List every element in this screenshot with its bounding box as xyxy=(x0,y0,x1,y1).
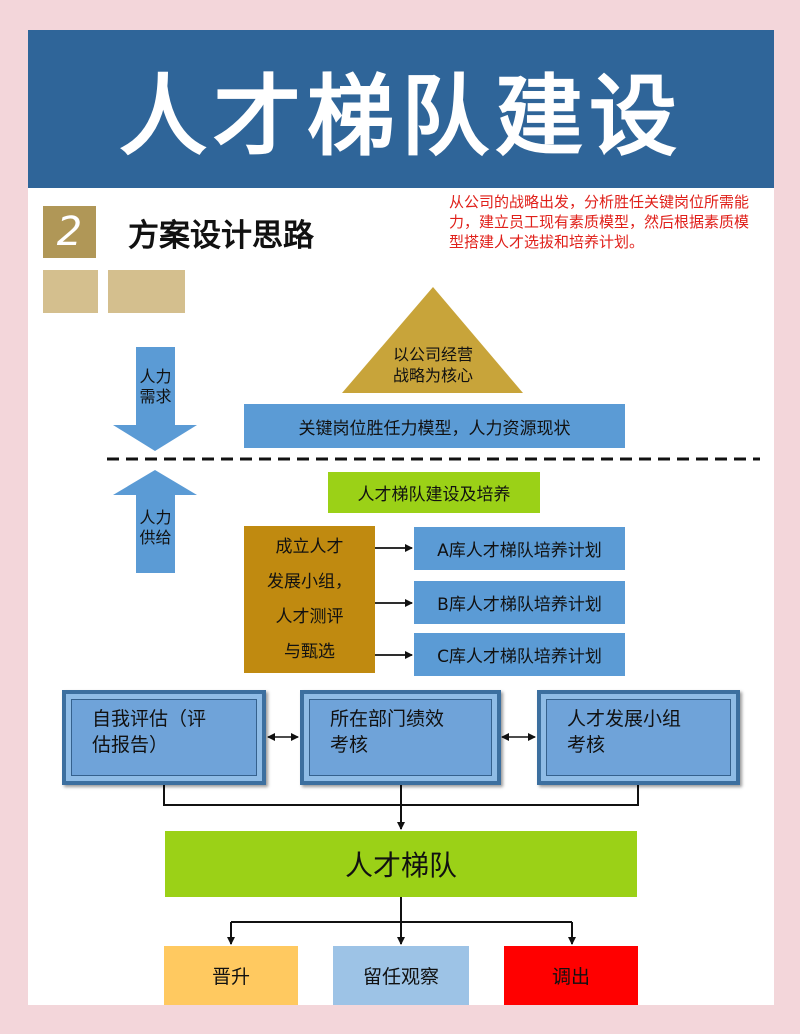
group-review-line-1: 人才发展小组 xyxy=(567,708,682,730)
section-title: 方案设计思路 xyxy=(128,218,314,254)
development-group-box: 成立人才 发展小组， 人才测评 与甄选 xyxy=(244,526,375,673)
demand-arrow xyxy=(113,347,197,451)
group-line-4: 与甄选 xyxy=(284,641,335,662)
triangle-line-1: 以公司经营 xyxy=(392,345,473,364)
eval-merge-bracket xyxy=(163,785,639,806)
plan-b-box: B库人才梯队培养计划 xyxy=(414,581,625,624)
triangle-text: 以公司经营 战略为核心 xyxy=(362,340,504,390)
self-assessment-line-2: 估报告） xyxy=(92,734,169,756)
group-line-1: 成立人才 xyxy=(275,536,344,557)
strategy-triangle xyxy=(342,287,523,393)
self-assessment-box: 自我评估（评 估报告） xyxy=(62,690,266,785)
group-review-box: 人才发展小组 考核 xyxy=(537,690,740,785)
supply-label: 人力 供给 xyxy=(136,503,175,553)
department-review-line-2: 考核 xyxy=(330,734,369,756)
strategy-note: 从公司的战略出发，分析胜任关键岗位所需能力，建立员工现有素质模型，然后根据素质模… xyxy=(449,193,750,251)
decor-block-right xyxy=(108,270,185,313)
section-number: 2 xyxy=(43,206,96,258)
promote-box: 晋升 xyxy=(164,946,298,1005)
supply-arrow xyxy=(113,470,197,573)
talent-build-box: 人才梯队建设及培养 xyxy=(328,472,540,513)
department-review-box: 所在部门绩效 考核 xyxy=(300,690,501,785)
group-line-2: 发展小组， xyxy=(267,571,352,592)
transfer-box: 调出 xyxy=(504,946,638,1005)
supply-line-1: 人力 xyxy=(139,508,172,527)
page-title: 人才梯队建设 xyxy=(28,30,774,188)
demand-line-1: 人力 xyxy=(139,367,172,386)
demand-label: 人力 需求 xyxy=(136,362,175,412)
triangle-line-2: 战略为核心 xyxy=(392,366,473,385)
observe-box: 留任观察 xyxy=(333,946,469,1005)
department-review-line-1: 所在部门绩效 xyxy=(330,708,445,730)
group-review-line-2: 考核 xyxy=(567,734,606,756)
group-line-3: 人才测评 xyxy=(275,606,344,627)
decor-block-left xyxy=(43,270,98,313)
demand-line-2: 需求 xyxy=(139,387,172,406)
competency-model-bar: 关键岗位胜任力模型，人力资源现状 xyxy=(244,404,625,448)
plan-a-box: A库人才梯队培养计划 xyxy=(414,527,625,570)
plan-c-box: C库人才梯队培养计划 xyxy=(414,633,625,676)
talent-pool-box: 人才梯队 xyxy=(165,831,637,897)
supply-line-2: 供给 xyxy=(139,528,172,547)
self-assessment-line-1: 自我评估（评 xyxy=(92,708,207,730)
